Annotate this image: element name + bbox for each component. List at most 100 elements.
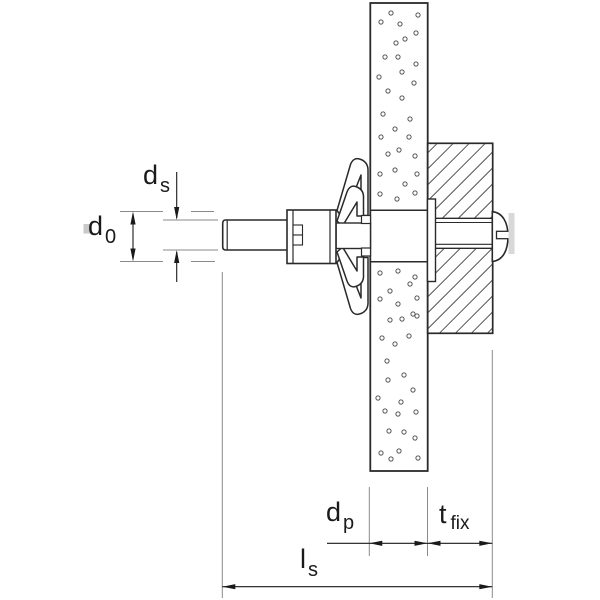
stipple-dot <box>388 10 394 16</box>
stipple-dot <box>398 399 404 405</box>
anchor-wing-lower-inner <box>336 246 365 288</box>
stipple-dot <box>402 36 408 42</box>
stipple-dot <box>378 134 384 140</box>
stipple-dot <box>379 335 385 341</box>
hatch-line <box>438 279 494 334</box>
arrow-down-icon <box>174 207 180 220</box>
stipple-dot <box>411 80 417 86</box>
stipple-dot <box>375 395 381 401</box>
stipple-dot <box>392 126 398 132</box>
arrow-right-icon <box>414 540 428 546</box>
dim-label-ds-main: d <box>143 160 159 190</box>
stipple-dot <box>399 316 405 322</box>
screw-tip <box>221 219 294 251</box>
stipple-dot <box>399 95 405 101</box>
stipple-dot <box>415 12 421 18</box>
hatch-line <box>427 142 486 202</box>
screw-head-slot <box>495 230 511 240</box>
stipple-dot <box>407 116 413 122</box>
anchor-wings <box>336 157 369 316</box>
stipple-dot <box>377 171 383 177</box>
dim-ls <box>221 272 493 598</box>
dim-label-ls-sub: s <box>308 559 318 581</box>
stipple-dot <box>396 147 402 153</box>
arrow-left-icon <box>427 540 441 546</box>
stipple-dot <box>382 408 388 414</box>
stipple-dot <box>413 409 419 415</box>
stipple-dot <box>399 69 405 75</box>
dim-label-ls-main: l <box>300 544 306 574</box>
hatch-line <box>427 263 494 330</box>
dim-label-tfix-main: t <box>439 499 447 529</box>
stipple-dot <box>412 153 418 159</box>
stipple-dot <box>410 311 416 317</box>
watermark-square <box>83 224 91 234</box>
anchor-collar <box>286 209 337 265</box>
dim-label-d0-sub: 0 <box>105 226 117 248</box>
stipple-dot <box>380 111 386 117</box>
stipple-dot <box>378 19 384 25</box>
stipple-dot <box>392 341 398 347</box>
stipple-dot <box>386 428 392 434</box>
stipple-dot <box>377 296 383 302</box>
dim-label-dp-main: d <box>326 497 342 527</box>
stipple-dot <box>414 313 420 319</box>
plasterboard-panel <box>369 2 429 472</box>
stipple-dot <box>406 333 412 339</box>
stipple-dot <box>413 30 419 36</box>
dim-label-dp-sub: p <box>343 512 355 534</box>
stipple-dot <box>376 74 382 80</box>
stipple-dot <box>412 274 418 280</box>
stipple-dot <box>385 377 391 383</box>
stipple-dot <box>395 301 401 307</box>
arrow-up-icon <box>130 211 136 225</box>
dim-ds <box>163 172 218 282</box>
anchor-flange <box>426 198 437 283</box>
stipple-dot <box>401 372 407 378</box>
anchor-sleeve-body <box>335 214 372 257</box>
stipple-dot <box>387 317 393 323</box>
stipple-dot <box>415 455 421 461</box>
wall-hole-band <box>370 209 428 263</box>
stipple-dot <box>412 190 418 196</box>
dimensions <box>120 172 493 598</box>
arrow-up-icon <box>174 250 180 263</box>
stipple-dot <box>393 40 399 46</box>
stipple-dot <box>377 270 383 276</box>
stipple-dot <box>412 435 418 441</box>
anchor-wing-upper-inner <box>336 185 365 227</box>
arrow-right-icon <box>479 540 493 546</box>
screw-head <box>491 210 511 263</box>
stipple-dot <box>397 21 403 27</box>
dim-dp <box>327 487 428 556</box>
stipple-dot <box>388 456 394 462</box>
stipple-dot <box>392 167 398 173</box>
anchor-sleeve-tube <box>434 217 493 250</box>
stipple-dots <box>375 10 421 462</box>
arrow-down-icon <box>130 248 136 262</box>
dim-d0 <box>120 211 215 262</box>
hatch-line <box>427 142 438 154</box>
stipple-dot <box>410 387 416 393</box>
stipple-dot <box>413 61 419 67</box>
stipple-dot <box>406 134 412 140</box>
stipple-dot <box>395 268 401 274</box>
hatch-line <box>454 295 494 334</box>
hatch-line <box>427 142 454 170</box>
stipple-dot <box>378 450 384 456</box>
stipple-dot <box>382 54 388 60</box>
stipple-dot <box>385 151 391 157</box>
stipple-dot <box>387 288 393 294</box>
stipple-dot <box>396 448 402 454</box>
dim-label-d0-main: d <box>88 211 104 241</box>
stipple-dot <box>395 54 401 60</box>
stipple-dot <box>407 281 413 287</box>
stipple-dot <box>385 88 391 94</box>
hatch-line <box>486 327 494 334</box>
arrow-left-icon <box>222 584 236 590</box>
